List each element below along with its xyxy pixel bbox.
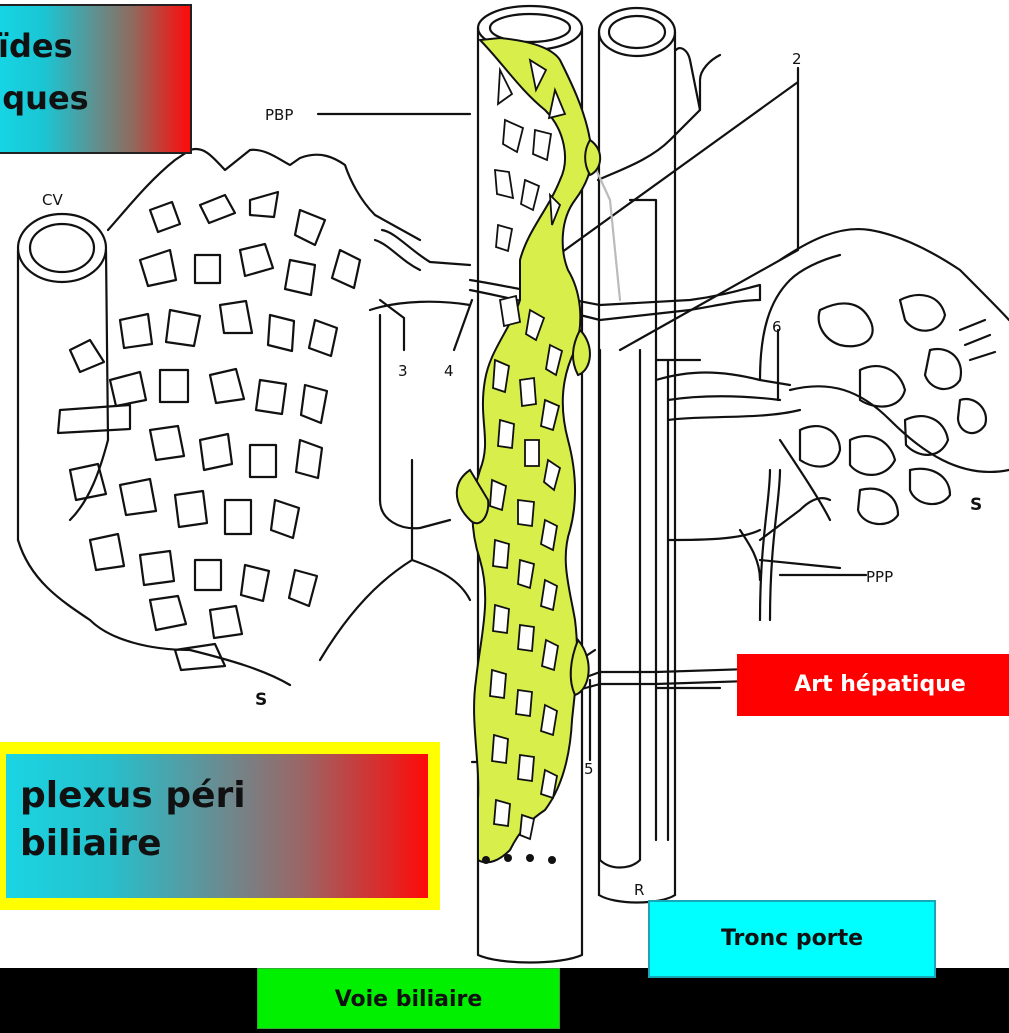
label-voie-biliaire: Voie biliaire (257, 968, 560, 1029)
tag-4: 4 (444, 362, 454, 380)
tag-cv: CV (42, 191, 63, 209)
tag-6: 6 (772, 318, 782, 336)
tag-r-portal: R (634, 881, 644, 899)
label-plexus-inner: plexus péri biliaire (6, 754, 428, 898)
label-sinusoides: oïdes tiques (0, 4, 192, 154)
label-plexus-line1: plexus péri (20, 772, 428, 820)
label-plexus-line2: biliaire (20, 820, 428, 868)
tag-2: 2 (792, 50, 802, 68)
tag-s-right: S (970, 495, 982, 515)
tag-ppp: PPP (866, 568, 893, 586)
label-art-hepatique: Art hépatique (737, 654, 1009, 716)
tag-5: 5 (584, 760, 594, 778)
tag-3: 3 (398, 362, 408, 380)
label-sinusoides-line2: tiques (0, 72, 190, 124)
label-plexus-peri-biliaire: plexus péri biliaire (0, 742, 440, 910)
tag-s-left: S (255, 690, 267, 710)
label-tronc-porte: Tronc porte (648, 900, 936, 978)
tag-pbp: PBP (265, 106, 293, 124)
label-sinusoides-line1: oïdes (0, 20, 190, 72)
